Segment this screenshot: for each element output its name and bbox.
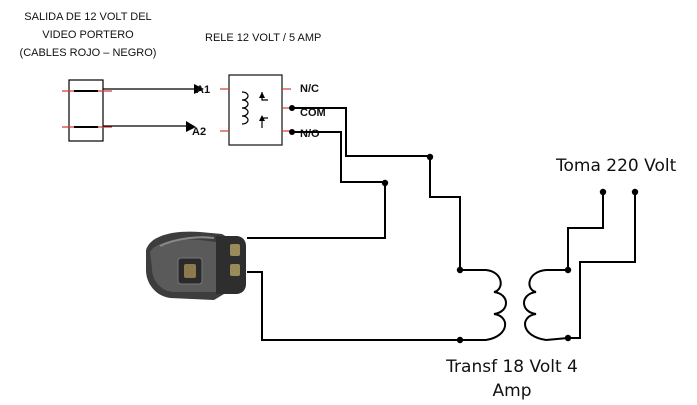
- transformer-label-line-1: Transf 18 Volt 4: [445, 357, 578, 377]
- relay-title: RELE 12 VOLT / 5 AMP: [205, 32, 321, 44]
- electric-lock-icon: [146, 231, 246, 300]
- terminal-a2: A2: [192, 126, 206, 138]
- terminal-a1: A1: [196, 84, 210, 96]
- source-label-line-2: VIDEO PORTERO: [42, 29, 134, 41]
- source-label-line-1: SALIDA DE 12 VOLT DEL: [24, 11, 151, 23]
- outlet-label: Toma 220 Volt: [555, 156, 677, 176]
- terminal-no: N/O: [300, 128, 320, 140]
- relay-coil-icon: [241, 91, 249, 125]
- source-label-line-3: (CABLES ROJO – NEGRO): [20, 47, 157, 59]
- terminal-com: COM: [300, 107, 326, 119]
- wires: [247, 107, 636, 341]
- signal-arrows: [103, 84, 204, 132]
- intercom-output-block: [62, 79, 112, 142]
- relay: A1 A2 N/C COM N/O: [192, 74, 326, 146]
- terminal-nc: N/C: [300, 83, 319, 95]
- transformer-label-line-2: Amp: [493, 381, 532, 401]
- junction-dots: [381, 153, 639, 344]
- transformer: [460, 269, 569, 341]
